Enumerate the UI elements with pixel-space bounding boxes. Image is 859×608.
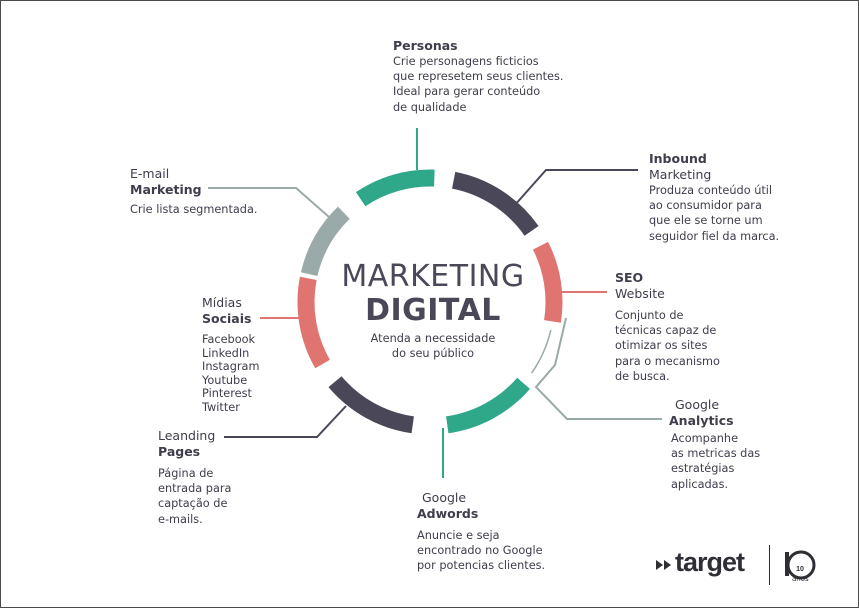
arc-seo — [532, 241, 563, 323]
arc-analytics — [530, 329, 552, 374]
seo-desc-line: Conjunto de — [615, 309, 684, 322]
analytics-desc-line: estratégias — [671, 462, 735, 476]
landing-desc-line: e-mails. — [158, 512, 203, 526]
logo-divider — [769, 545, 770, 585]
landing-desc: Página de entrada para captação de e-mai… — [158, 466, 231, 527]
inbound-desc-line: que ele se torne um — [649, 214, 763, 228]
connector-landing — [224, 405, 347, 438]
arc-email — [300, 206, 350, 277]
social-desc-line: Instagram — [202, 360, 260, 373]
social-desc-line: Pinterest — [202, 387, 252, 400]
block-midias-sociais: Mídias Sociais Facebook LinkedIn Instagr… — [202, 295, 259, 414]
email-title-light: E-mail — [130, 166, 170, 181]
analytics-desc-line: aplicadas. — [671, 477, 729, 491]
block-google-analytics: Google Analytics Acompanhe as metricas d… — [669, 397, 760, 492]
inbound-desc-line: seguidor fiel da marca. — [649, 229, 780, 243]
target-logo-mark-icon — [656, 560, 671, 570]
analytics-title-bold: Analytics — [669, 413, 734, 428]
social-desc-line: Youtube — [202, 373, 248, 387]
seo-desc-line: técnicas capaz de — [615, 324, 717, 338]
center-subtitle: Atenda a necessidade do seu público — [333, 331, 533, 361]
center-subtitle-line1: Atenda a necessidade — [370, 332, 496, 345]
landing-title-light: Leanding — [158, 428, 216, 443]
inbound-desc: Produza conteúdo útil ao consumidor para… — [649, 183, 779, 244]
ten-years-caption: anos — [792, 575, 809, 583]
target-logo: target 10 anos — [655, 545, 825, 587]
analytics-desc-line: Acompanhe — [671, 432, 739, 445]
analytics-desc: Acompanhe as metricas das estratégias ap… — [669, 431, 760, 492]
block-seo-website: SEO Website Conjunto de técnicas capaz d… — [615, 270, 720, 384]
badge-number: 10 — [796, 566, 804, 573]
ten-years-badge-icon: 10 — [785, 550, 816, 580]
personas-title: Personas — [393, 38, 458, 53]
center-title: MARKETING DIGITAL — [300, 260, 566, 328]
social-desc-line: Facebook — [202, 333, 256, 346]
seo-title-light: Website — [615, 286, 665, 301]
analytics-title-light: Google — [675, 397, 720, 412]
target-logo-text: target — [675, 547, 745, 577]
inbound-title-bold: Inbound — [649, 151, 707, 166]
center-title-line2: DIGITAL — [365, 293, 501, 328]
wheel-arcs — [297, 169, 563, 434]
landing-desc-line: entrada para — [158, 482, 232, 496]
block-google-adwords: Google Adwords Anuncie e seja encontrado… — [417, 490, 545, 574]
arc-inbound — [451, 171, 539, 236]
connector-email — [208, 187, 338, 225]
adwords-desc-line: encontrado no Google — [417, 544, 543, 558]
personas-desc-line: Crie personagens ficticios — [393, 55, 539, 68]
landing-title-bold: Pages — [158, 444, 201, 459]
social-desc-line: LinkedIn — [202, 346, 250, 360]
seo-desc-line: de busca. — [615, 369, 670, 383]
seo-title-bold: SEO — [615, 270, 644, 285]
personas-desc: Crie personagens ficticios que represete… — [393, 54, 563, 115]
adwords-title-light: Google — [422, 490, 467, 505]
arc-landing — [328, 376, 415, 434]
social-title-light: Mídias — [202, 295, 242, 310]
seo-desc-line: para o mecanismo — [615, 354, 720, 368]
seo-desc: Conjunto de técnicas capaz de otimizar o… — [615, 308, 720, 384]
adwords-desc: Anuncie e seja encontrado no Google por … — [417, 528, 545, 574]
social-desc: Facebook LinkedIn Instagram Youtube Pint… — [202, 333, 259, 414]
adwords-title-bold: Adwords — [417, 506, 479, 521]
center-subtitle-line2: do seu público — [391, 347, 475, 360]
inbound-desc-line: ao consumidor para — [649, 199, 762, 213]
inbound-desc-line: Produza conteúdo útil — [649, 184, 773, 197]
arc-social — [297, 276, 331, 369]
center-title-line1: MARKETING — [341, 259, 525, 294]
arc-adwords — [445, 377, 530, 434]
connector-lines — [208, 128, 662, 478]
connector-inbound — [513, 169, 638, 207]
block-landing-pages: Leanding Pages Página de entrada para ca… — [158, 428, 231, 527]
landing-desc-line: captação de — [158, 497, 228, 511]
adwords-desc-line: Anuncie e seja — [417, 529, 500, 542]
block-personas: Personas Crie personagens ficticios que … — [393, 38, 563, 115]
personas-desc-line: Ideal para gerar conteúdo — [393, 85, 541, 99]
seo-desc-line: otimizar os sites — [615, 339, 708, 353]
personas-desc-line: de qualidade — [393, 100, 467, 114]
adwords-desc-line: por potencias clientes. — [417, 559, 546, 573]
block-inbound-marketing: Inbound Marketing Produza conteúdo útil … — [649, 151, 779, 244]
landing-desc-line: Página de — [158, 467, 214, 480]
email-title-bold: Marketing — [130, 182, 202, 197]
connector-analytics — [534, 317, 662, 420]
email-desc: Crie lista segmentada. — [130, 202, 257, 217]
arc-personas — [355, 169, 435, 207]
email-desc-line: Crie lista segmentada. — [130, 203, 258, 216]
personas-desc-line: que represetem seus clientes. — [393, 70, 564, 84]
analytics-desc-line: as metricas das — [671, 447, 761, 461]
block-email-marketing: E-mail Marketing Crie lista segmentada. — [130, 166, 257, 217]
social-desc-line: Twitter — [202, 400, 240, 414]
inbound-title-light: Marketing — [649, 167, 712, 182]
social-title-bold: Sociais — [202, 311, 252, 326]
